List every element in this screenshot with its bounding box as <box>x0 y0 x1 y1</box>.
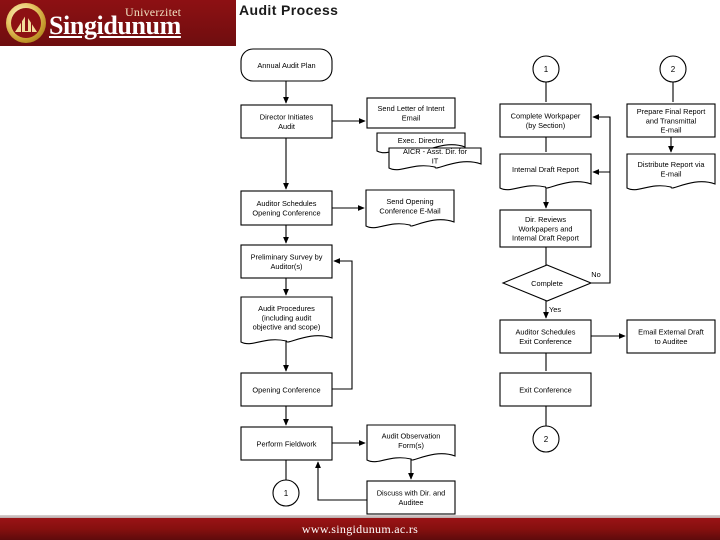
flow-node-label: Internal Draft Report <box>512 165 579 174</box>
edge-opening-back-to-survey <box>332 258 353 390</box>
brand-header-band: Univerzitet Singidunum <box>0 0 236 46</box>
flow-node-label: Exec. Director <box>398 136 445 145</box>
page-title: Audit Process <box>239 2 339 18</box>
edge-no-to-workpaper <box>591 114 611 284</box>
flow-node-complete_workpaper[interactable]: Complete Workpaper(by Section) <box>499 103 592 138</box>
flow-node-internal_draft_report[interactable]: Internal Draft Report <box>499 153 592 191</box>
logo-name: Singidunum <box>49 11 181 40</box>
flow-node-opening_conference[interactable]: Opening Conference <box>240 372 333 407</box>
flow-node-label: Complete <box>531 279 563 288</box>
flow-node-annual_audit_plan[interactable]: Annual Audit Plan <box>240 48 333 82</box>
flow-node-perform_fieldwork[interactable]: Perform Fieldwork <box>240 426 333 461</box>
footer-band <box>0 518 720 540</box>
connector-label: 1 <box>284 489 289 498</box>
flow-node-complete_decision[interactable]: Complete <box>501 264 593 302</box>
decision-yes-label: Yes <box>549 305 561 314</box>
flow-node-label: Complete Workpaper(by Section) <box>511 112 581 130</box>
flow-node-label: Annual Audit Plan <box>257 61 315 70</box>
logo-university-word: Univerzitet <box>125 5 182 19</box>
footer-divider <box>0 515 720 518</box>
flow-connector_1_bottom_left[interactable]: 1 <box>272 479 300 507</box>
connector-label: 2 <box>671 65 676 74</box>
connector-label: 2 <box>544 435 549 444</box>
flow-connector_1_top_right[interactable]: 1 <box>532 55 560 83</box>
footer-url: www.singidunum.ac.rs <box>301 522 419 536</box>
edge-discuss-back-to-fieldwork <box>315 461 367 501</box>
flow-node-label: Perform Fieldwork <box>257 439 317 448</box>
flow-node-label: Exit Conference <box>519 385 572 394</box>
flow-connectors: 1 2 2 1 <box>272 55 687 507</box>
connector-label: 1 <box>544 65 549 74</box>
logo: Univerzitet Singidunum <box>6 3 225 43</box>
flow-node-exit_conference[interactable]: Exit Conference <box>499 372 592 407</box>
flow-node-label: Opening Conference <box>252 385 320 394</box>
flow-edges <box>283 81 674 501</box>
shield-triangle-icon <box>6 3 46 43</box>
flow-connector_2_bottom_right[interactable]: 2 <box>532 425 560 453</box>
flow-connector_2_top_right[interactable]: 2 <box>659 55 687 83</box>
logo-wordmark: Univerzitet Singidunum <box>49 3 225 43</box>
decision-no-label: No <box>591 270 600 279</box>
